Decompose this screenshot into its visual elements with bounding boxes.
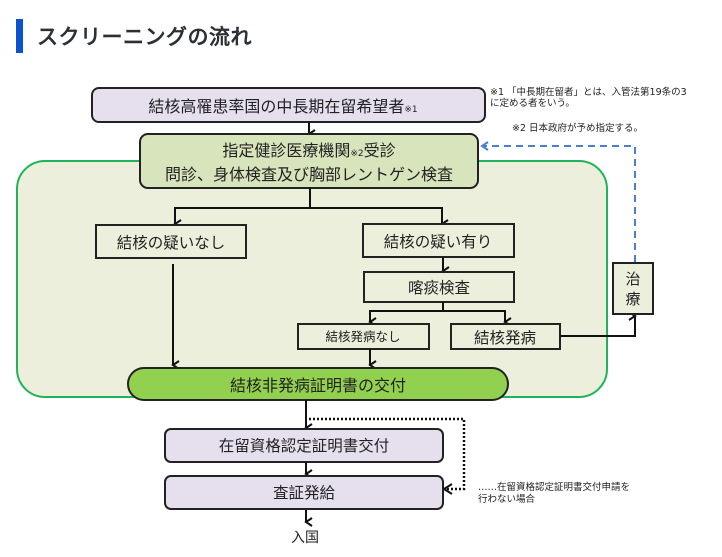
arrow-treatment-to-clinic [480, 141, 636, 262]
node-coe: 在留資格認定証明書交付 [164, 428, 444, 463]
heading-title: スクリーニングの流れ [37, 25, 252, 49]
node-no-onset: 結核発病なし [297, 323, 430, 350]
note-1-line-2: に定める者をいう。 [490, 97, 575, 109]
arrow-clinic-split [173, 188, 311, 229]
node-clinic: 指定健診医療機関※2受診 問診、身体検査及び胸部レントゲン検査 [139, 133, 479, 189]
suspicion-label: 結核の疑い有り [384, 233, 493, 251]
node-treatment: 治 療 [612, 262, 654, 315]
applicant-label: 結核高罹患率国の中長期在留希望者 [148, 97, 404, 116]
treatment-label-1: 治 [625, 270, 640, 288]
certificate-label: 結核非発病証明書の交付 [230, 376, 406, 395]
arrow-sputum-split [368, 302, 444, 327]
arrow-dotted-bypass [309, 417, 466, 491]
arrow-sputum-to-onset [443, 310, 512, 327]
clinic-exam-label: 問診、身体検査及び胸部レントゲン検査 [165, 165, 453, 184]
node-certificate: 結核非発病証明書の交付 [127, 367, 509, 401]
note-2: ※2 日本政府が予め指定する。 [512, 122, 643, 134]
no-onset-label: 結核発病なし [325, 329, 400, 344]
dotted-note-line-2: 行わない場合 [478, 493, 536, 505]
svg-text:指定健診医療機関※2受診: 指定健診医療機関※2受診 [222, 141, 395, 160]
clinic-suffix: 受診 [364, 141, 396, 160]
dotted-note-line-1: ……在留資格認定証明書交付申請を [478, 481, 630, 493]
node-onset: 結核発病 [450, 323, 561, 350]
svg-text:結核高罹患率国の中長期在留希望者※1: 結核高罹患率国の中長期在留希望者※1 [148, 97, 417, 116]
arrow-onset-to-treatment [560, 311, 637, 337]
screening-panel [16, 160, 608, 398]
entry-label: 入国 [291, 530, 319, 546]
visa-label: 査証発給 [273, 484, 336, 502]
no-suspicion-label: 結核の疑いなし [117, 234, 226, 252]
applicant-note-mark: ※1 [404, 105, 417, 115]
node-visa: 査証発給 [164, 475, 444, 510]
node-applicant: 結核高罹患率国の中長期在留希望者※1 [91, 87, 486, 123]
node-sputum: 喀痰検査 [363, 271, 515, 303]
onset-label: 結核発病 [474, 329, 536, 347]
heading-accent-bar [16, 19, 23, 53]
section-heading: スクリーニングの流れ [16, 18, 252, 54]
arrow-clinic-to-suspicion [310, 207, 449, 229]
node-no-suspicion: 結核の疑いなし [95, 224, 247, 259]
treatment-label-2: 療 [625, 290, 640, 308]
clinic-label: 指定健診医療機関 [222, 141, 350, 160]
clinic-note-mark: ※2 [350, 149, 363, 159]
node-suspicion: 結核の疑い有り [362, 223, 515, 258]
coe-label: 在留資格認定証明書交付 [219, 437, 390, 455]
sputum-label: 喀痰検査 [408, 279, 470, 297]
note-1-line-1: ※1 「中長期在留者」とは、入管法第19条の3 [490, 86, 687, 98]
